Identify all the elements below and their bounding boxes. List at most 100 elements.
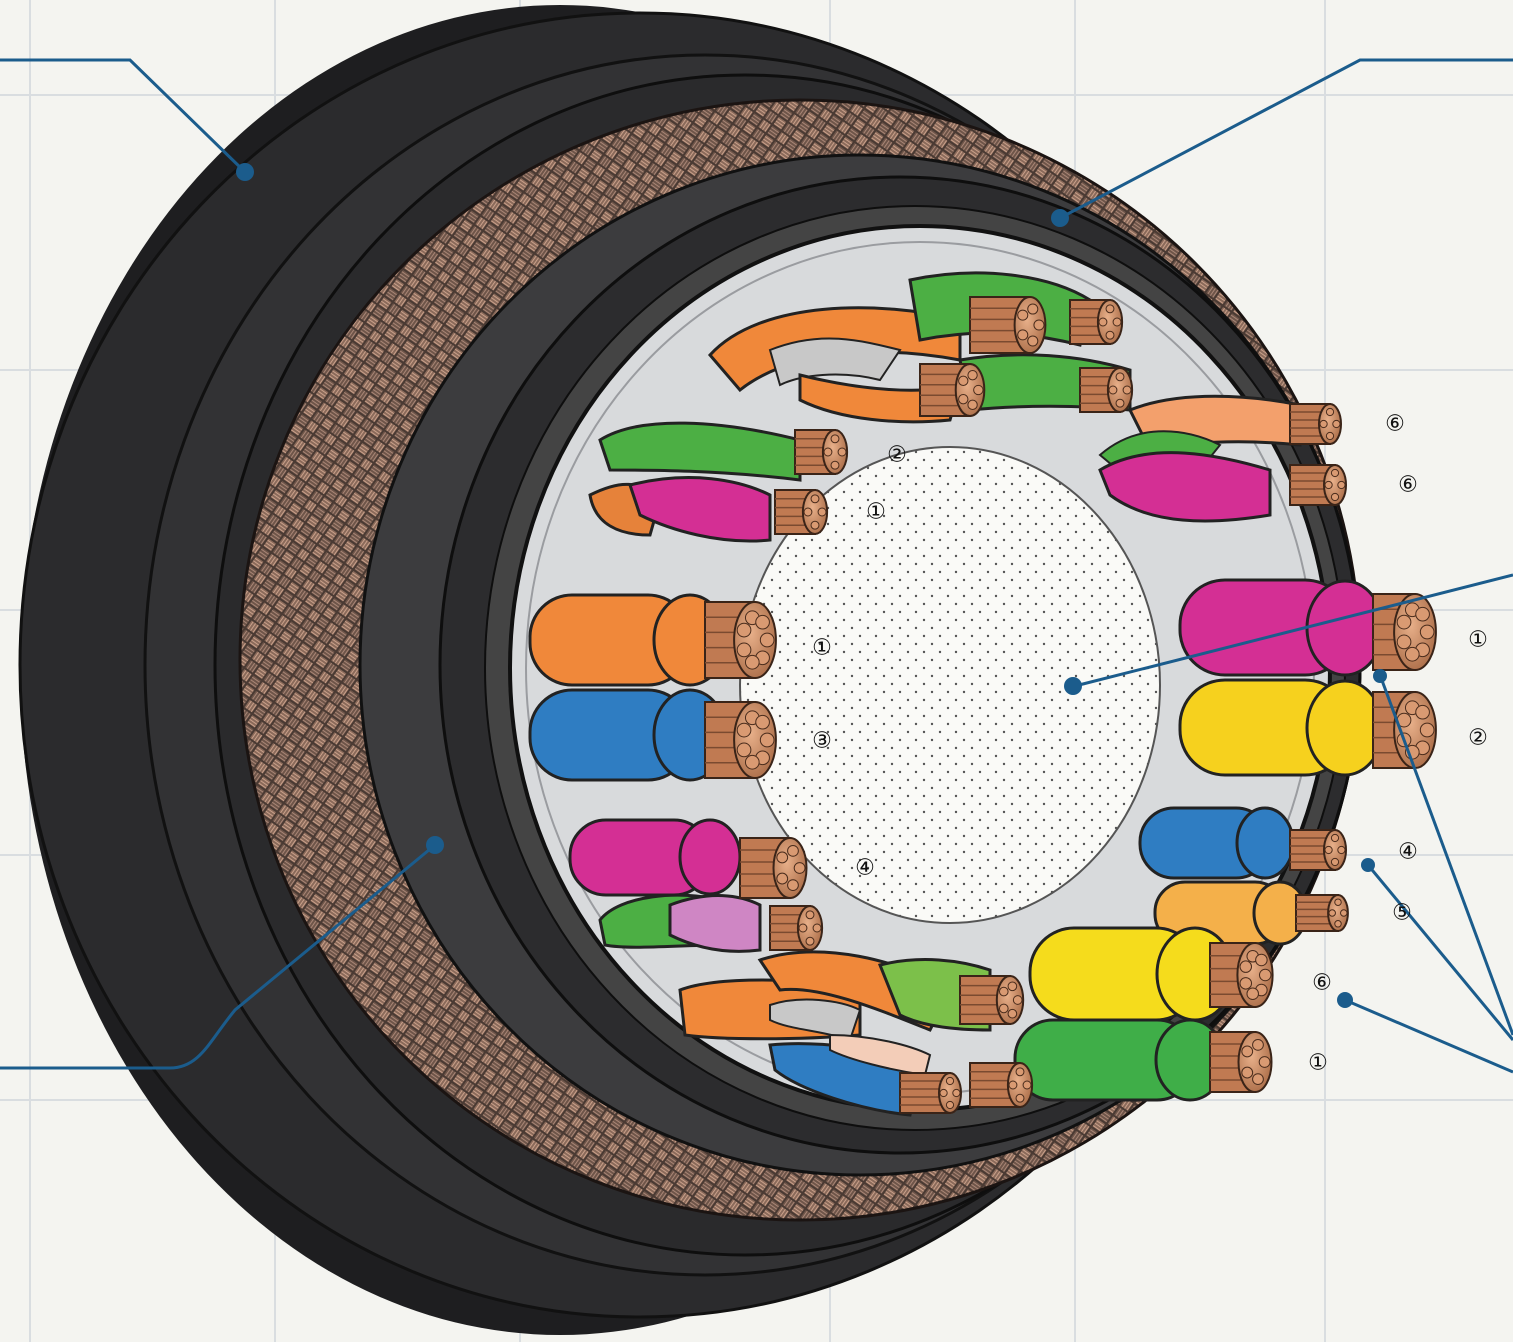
copper-wire-strand <box>1325 431 1335 441</box>
leader-line-conductor-2 <box>1366 864 1513 1041</box>
copper-wire-strand <box>945 1100 955 1110</box>
copper-wire-strand <box>1255 953 1268 967</box>
twisted-pair <box>588 421 802 543</box>
copper-wire-strand <box>945 1076 955 1086</box>
marker-right-top-2: ⑥ <box>1398 473 1418 498</box>
copper-wire-strand <box>1330 492 1340 502</box>
copper-wire-strand <box>1258 1056 1271 1068</box>
copper-wire-strand <box>1419 722 1435 738</box>
copper-wire-strand <box>1115 398 1125 408</box>
copper-wire-strand <box>1027 303 1039 315</box>
copper-wire-strand <box>1324 845 1333 855</box>
copper-strand-end-icon <box>1106 367 1134 413</box>
leader-line-conductor-3 <box>1344 998 1513 1074</box>
marker-right-2: ② <box>1468 726 1488 751</box>
copper-wire-strand <box>1330 468 1340 478</box>
copper-wire-strand <box>744 754 760 770</box>
copper-wire-strand <box>1419 624 1435 640</box>
marker-right-4: ⑤ <box>1392 901 1412 926</box>
conductor-blue-left <box>528 688 728 782</box>
copper-wire-strand <box>759 732 775 748</box>
central-core <box>739 446 1161 924</box>
marker-pair-top-left-2: ① <box>866 500 886 525</box>
copper-wire-strand <box>998 1003 1009 1014</box>
copper-wire-strand <box>803 507 813 517</box>
copper-wire-strand <box>1415 704 1430 720</box>
copper-wire-strand <box>1012 995 1023 1005</box>
copper-wire-strand <box>1415 606 1430 622</box>
copper-wire-strand <box>810 520 820 530</box>
copper-wire-strand <box>1017 309 1029 321</box>
leader-dot-icon <box>1361 858 1375 872</box>
copper-wire-strand <box>787 844 799 857</box>
copper-strand-end-icon <box>1327 894 1349 932</box>
copper-wire-strand <box>1105 330 1115 340</box>
copper-strand-end-icon <box>801 489 829 535</box>
copper-wire-strand <box>958 393 969 405</box>
copper-wire-strand <box>812 923 822 933</box>
conductor-yellow-right <box>1178 678 1385 777</box>
twisted-pair <box>768 1033 932 1117</box>
leader-dot-icon <box>1337 992 1353 1008</box>
copper-wire-strand <box>1337 480 1346 490</box>
copper-wire-strand <box>1404 646 1420 662</box>
copper-wire-strand <box>1098 317 1108 327</box>
copper-wire-strand <box>744 654 760 670</box>
copper-wire-strand <box>1330 857 1340 867</box>
copper-wire-strand <box>1007 981 1018 992</box>
copper-wire-strand <box>998 986 1009 997</box>
copper-wire-strand <box>1017 329 1029 341</box>
marker-left-3: ④ <box>855 856 875 881</box>
copper-wire-strand <box>776 851 789 864</box>
copper-strand-bundles <box>704 296 1437 1114</box>
copper-wire-strand <box>805 910 815 920</box>
copper-strand-end-icon <box>938 1072 962 1114</box>
copper-wire-strand <box>1324 480 1333 490</box>
copper-wire-strand <box>805 936 815 946</box>
copper-strand-end-icon <box>796 905 824 951</box>
leader-line-outer-jacket <box>0 58 247 174</box>
copper-wire-strand <box>1332 419 1341 429</box>
conductor-orange-left <box>528 593 728 687</box>
marker-left-1: ① <box>812 636 832 661</box>
copper-wire-strand <box>823 447 833 457</box>
marker-right-top-1: ⑥ <box>1385 412 1405 437</box>
copper-strand-end-icon <box>1318 403 1342 445</box>
copper-wire-strand <box>1325 407 1335 417</box>
copper-strand-end-icon <box>1096 299 1124 345</box>
copper-wire-strand <box>967 399 978 411</box>
twisted-pair <box>1098 394 1302 523</box>
copper-wire-strand <box>958 375 969 387</box>
copper-wire-strand <box>1105 304 1115 314</box>
copper-wire-strand <box>830 460 840 470</box>
marker-right-1: ① <box>1468 628 1488 653</box>
copper-wire-strand <box>952 1088 961 1098</box>
copper-wire-strand <box>1252 1073 1264 1086</box>
leader-dot-icon <box>236 163 254 181</box>
copper-wire-strand <box>1340 909 1348 917</box>
copper-wire-strand <box>1115 372 1125 382</box>
copper-strand-end-icon <box>1323 829 1347 871</box>
leader-line-central-core <box>1074 573 1513 688</box>
copper-wire-strand <box>1112 317 1122 327</box>
conductor-magenta-left <box>568 818 742 897</box>
copper-wire-strand <box>939 1088 948 1098</box>
copper-wire-strand <box>1122 385 1132 395</box>
copper-wire-strand <box>1330 833 1340 843</box>
copper-wire-strand <box>736 722 752 738</box>
leader-line-conductor-1 <box>1378 674 1513 1036</box>
copper-wire-strand <box>1334 898 1342 906</box>
copper-wire-strand <box>759 632 775 648</box>
leader-dot-icon <box>426 836 444 854</box>
conductor-blue-right <box>1138 806 1295 880</box>
conductor-green-bottom <box>1013 1018 1226 1102</box>
copper-wire-strand <box>967 369 978 381</box>
copper-wire-strand <box>1022 1080 1032 1090</box>
copper-wire-strand <box>1015 1067 1025 1077</box>
copper-wire-strand <box>1007 1008 1018 1019</box>
copper-wire-strand <box>1239 960 1253 973</box>
copper-wire-strand <box>1033 319 1045 331</box>
copper-wire-strand <box>1241 1066 1254 1079</box>
leader-dots <box>236 163 1387 1008</box>
copper-wire-strand <box>1241 1045 1254 1058</box>
